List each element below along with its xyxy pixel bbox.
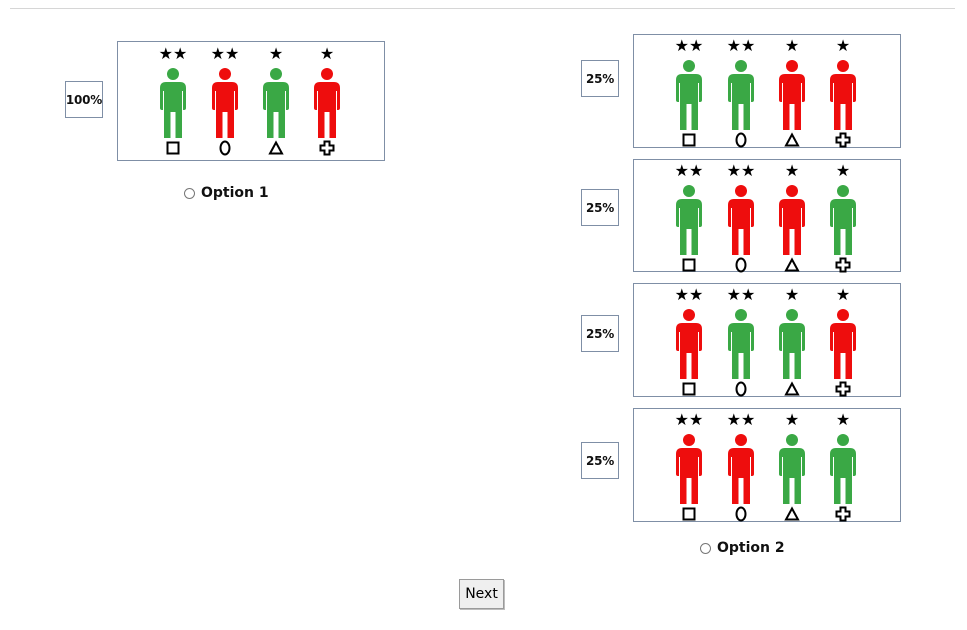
person-figure: ★	[826, 412, 860, 522]
option-1-radio[interactable]: Option 1	[184, 185, 269, 201]
scenario-panel: ★★ ★★ ★ ★	[633, 159, 901, 273]
oval-icon	[733, 257, 749, 273]
person-red-icon	[673, 434, 705, 504]
person-figure: ★	[826, 38, 860, 148]
person-green-icon	[776, 309, 808, 379]
option-1-label: Option 1	[201, 185, 269, 201]
scenario-panel: ★★ ★★ ★ ★	[633, 34, 901, 148]
rating-stars: ★	[835, 36, 851, 55]
person-figure: ★	[775, 163, 809, 273]
probability-box: 25%	[581, 442, 619, 479]
scenario-panel: ★★ ★★ ★ ★	[633, 408, 901, 522]
person-green-icon	[827, 434, 859, 504]
person-figure: ★★	[672, 287, 706, 397]
person-red-icon	[673, 309, 705, 379]
person-figure: ★	[310, 46, 344, 156]
option-2-radio[interactable]: Option 2	[700, 540, 785, 556]
rating-stars: ★★	[674, 285, 704, 304]
person-green-icon	[157, 68, 189, 138]
person-red-icon	[209, 68, 241, 138]
probability-box: 25%	[581, 315, 619, 352]
cross-icon	[835, 257, 851, 273]
next-button[interactable]: Next	[459, 579, 504, 609]
triangle-icon	[784, 132, 800, 148]
person-green-icon	[260, 68, 292, 138]
square-icon	[681, 132, 697, 148]
square-icon	[681, 381, 697, 397]
triangle-icon	[784, 257, 800, 273]
rating-stars: ★★	[726, 410, 756, 429]
rating-stars: ★	[784, 410, 800, 429]
person-figure: ★	[826, 163, 860, 273]
radio-button-icon[interactable]	[700, 542, 711, 554]
person-figure: ★★	[208, 46, 242, 156]
rating-stars: ★★	[726, 36, 756, 55]
person-green-icon	[776, 434, 808, 504]
oval-icon	[217, 140, 233, 156]
person-figure: ★★	[724, 287, 758, 397]
person-figure: ★	[775, 412, 809, 522]
person-red-icon	[311, 68, 343, 138]
cross-icon	[835, 132, 851, 148]
probability-box: 25%	[581, 60, 619, 97]
rating-stars: ★★	[158, 44, 188, 63]
person-red-icon	[776, 60, 808, 130]
person-figure: ★	[259, 46, 293, 156]
person-red-icon	[725, 434, 757, 504]
person-red-icon	[827, 309, 859, 379]
rating-stars: ★★	[674, 410, 704, 429]
square-icon	[681, 257, 697, 273]
person-figure: ★	[775, 287, 809, 397]
person-green-icon	[673, 185, 705, 255]
oval-icon	[733, 132, 749, 148]
rating-stars: ★	[835, 161, 851, 180]
probability-box: 25%	[581, 189, 619, 226]
person-figure: ★	[775, 38, 809, 148]
top-divider	[10, 8, 955, 9]
rating-stars: ★★	[674, 36, 704, 55]
rating-stars: ★	[784, 161, 800, 180]
radio-button-icon[interactable]	[184, 187, 195, 199]
rating-stars: ★★	[674, 161, 704, 180]
rating-stars: ★★	[210, 44, 240, 63]
oval-icon	[733, 381, 749, 397]
person-figure: ★★	[672, 412, 706, 522]
person-green-icon	[725, 309, 757, 379]
triangle-icon	[268, 140, 284, 156]
rating-stars: ★	[784, 36, 800, 55]
rating-stars: ★	[835, 410, 851, 429]
person-red-icon	[725, 185, 757, 255]
rating-stars: ★	[835, 285, 851, 304]
person-red-icon	[776, 185, 808, 255]
triangle-icon	[784, 506, 800, 522]
square-icon	[165, 140, 181, 156]
probability-box: 100%	[65, 81, 103, 118]
person-figure: ★★	[156, 46, 190, 156]
option-2-label: Option 2	[717, 540, 785, 556]
oval-icon	[733, 506, 749, 522]
person-figure: ★★	[672, 38, 706, 148]
cross-icon	[835, 381, 851, 397]
person-figure: ★★	[724, 38, 758, 148]
scenario-panel: ★★ ★★ ★ ★	[633, 283, 901, 397]
rating-stars: ★	[268, 44, 284, 63]
rating-stars: ★★	[726, 285, 756, 304]
triangle-icon	[784, 381, 800, 397]
person-green-icon	[827, 185, 859, 255]
scenario-panel: ★★ ★★ ★ ★	[117, 41, 385, 161]
rating-stars: ★	[319, 44, 335, 63]
person-figure: ★★	[724, 412, 758, 522]
cross-icon	[319, 140, 335, 156]
rating-stars: ★★	[726, 161, 756, 180]
square-icon	[681, 506, 697, 522]
person-figure: ★	[826, 287, 860, 397]
person-figure: ★★	[724, 163, 758, 273]
person-green-icon	[673, 60, 705, 130]
rating-stars: ★	[784, 285, 800, 304]
cross-icon	[835, 506, 851, 522]
person-green-icon	[725, 60, 757, 130]
person-red-icon	[827, 60, 859, 130]
person-figure: ★★	[672, 163, 706, 273]
